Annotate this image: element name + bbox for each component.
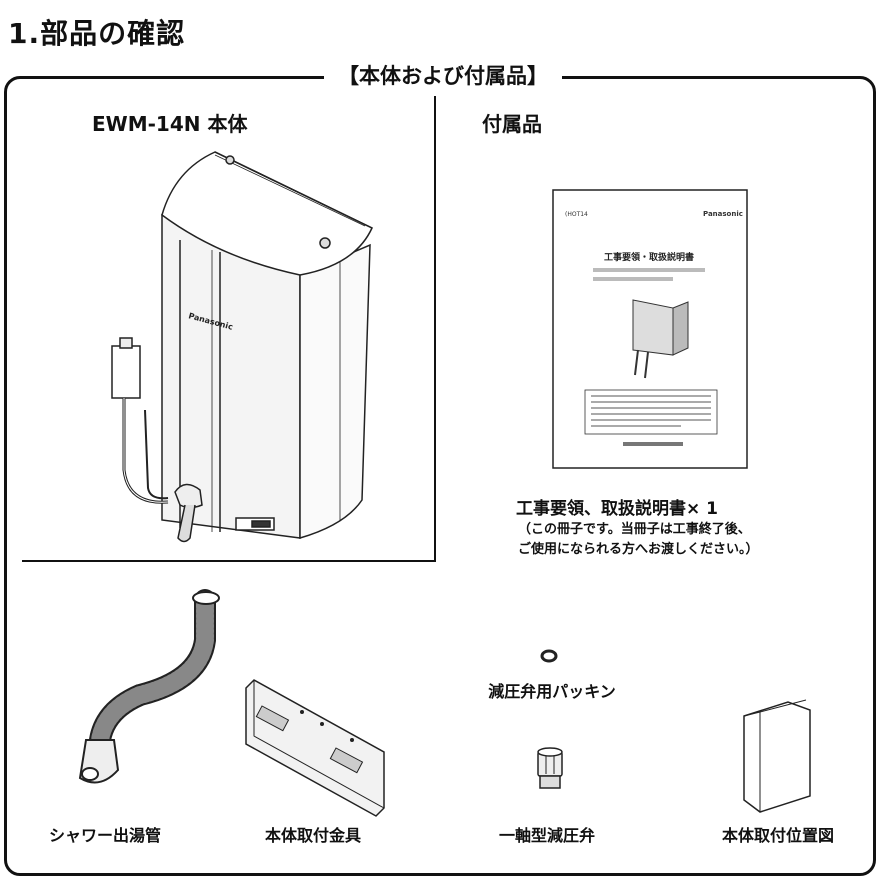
item-label-packing: 減圧弁用パッキン bbox=[488, 682, 616, 701]
page-title: 1.部品の確認 bbox=[8, 17, 186, 50]
manual-note-line2: ご使用になられる方へお渡しください。） bbox=[518, 542, 759, 557]
vertical-divider bbox=[434, 96, 436, 562]
manual-cover-title: 工事要領・取扱説明書 bbox=[604, 251, 694, 263]
manual-caption: 工事要領、取扱説明書× 1 bbox=[516, 499, 718, 519]
manual-booklet-illustration: (HOT14 Panasonic 工事要領・取扱説明書 bbox=[552, 189, 748, 469]
section-title: 【本体および付属品】 bbox=[324, 64, 562, 88]
accessories-heading: 付属品 bbox=[482, 112, 542, 136]
horizontal-divider bbox=[22, 560, 436, 562]
main-unit-heading: EWM-14N 本体 bbox=[92, 112, 248, 136]
item-label-shower-hose: シャワー出湯管 bbox=[48, 826, 161, 845]
item-label-position-sheet: 本体取付位置図 bbox=[721, 826, 834, 845]
svg-text:(HOT14: (HOT14 bbox=[565, 211, 588, 218]
manual-note-line1: （この冊子です。当冊子は工事終了後、 bbox=[518, 522, 751, 537]
section-title-wrapper: 【本体および付属品】 bbox=[0, 60, 886, 90]
item-label-mounting-bracket: 本体取付金具 bbox=[264, 826, 361, 845]
svg-text:Panasonic: Panasonic bbox=[703, 210, 743, 218]
item-label-pressure-valve: 一軸型減圧弁 bbox=[498, 826, 595, 845]
